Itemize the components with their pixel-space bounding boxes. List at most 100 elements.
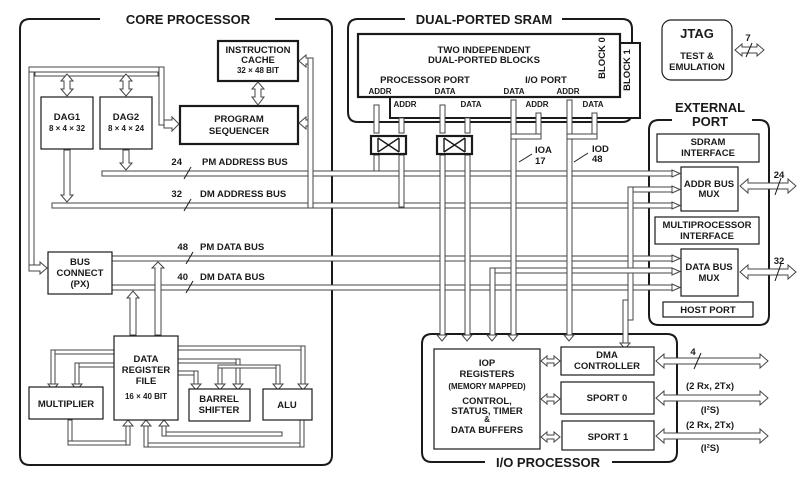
bus-connect-label-3: (PX) [71,279,90,290]
external-port-title-1: EXTERNAL [675,100,745,115]
iop-label-5: STATUS, TIMER [451,406,523,417]
data-mux-label-2: MUX [698,273,720,284]
instruction-cache-label: INSTRUCTION [226,45,291,56]
iop-label-2: REGISTERS [460,369,515,380]
io-addr-b1: ADDR [525,100,548,109]
iop-label-6: & [484,415,490,424]
processor-port-label: PROCESSOR PORT [380,75,470,86]
block0-label: BLOCK 0 [597,37,608,79]
sdram-interface-block [656,133,760,163]
alu-label: ALU [277,400,297,411]
dma-slash [693,352,702,370]
bus-connect-label: BUS [70,257,90,268]
sram-blocks-label-2: DUAL-PORTED BLOCKS [428,55,540,66]
dm-address-bus [51,202,673,209]
io-data-b1: DATA [582,100,603,109]
io-addr-b0: ADDR [556,87,579,96]
addr-bus-mux-block [680,166,739,212]
core-processor-outline [19,18,333,466]
instruction-cache-block [216,39,300,83]
sram-blocks-label: TWO INDEPENDENT [438,45,531,56]
sport0-label: SPORT 0 [587,393,628,404]
iod-slash [573,152,589,163]
sport1-block [561,420,655,451]
io-processor-title: I/O PROCESSOR [496,455,601,470]
pm-data-label: PM DATA BUS [200,242,264,253]
io-data-b0: DATA [503,87,524,96]
iop-label: IOP [479,358,496,369]
data-bus-mux-block [680,248,739,297]
block1-label: BLOCK 1 [622,48,633,90]
core-internal-paths [28,53,314,336]
ioa-width: 17 [535,156,546,167]
crossbar-x-icon [443,137,466,153]
dm-data-bus [111,284,673,291]
ioa-label: IOA [535,145,552,156]
sram-port-paths [373,99,598,336]
compute-unit-paths [46,345,310,448]
dma-pins-count: 4 [690,347,696,358]
drf-label-3: FILE [136,376,157,387]
sport1-channels: (2 Rx, 2Tx) [686,420,734,431]
dag2-label: DAG2 [113,112,139,123]
pm-data-slash [185,251,194,265]
jtag-pins-count: 7 [745,33,750,44]
sport1-ext-arrow [655,427,769,445]
bus-connect-label-2: CONNECT [57,268,104,279]
program-sequencer-label-2: SEQUENCER [209,126,269,137]
sport1-i2s: (I²S) [701,443,719,454]
addr-mux-label-2: MUX [698,189,720,200]
io-processor-outline [421,333,678,463]
jtag-block [661,19,733,81]
dm-address-label: DM ADDRESS BUS [200,189,286,200]
alu-block [262,388,313,421]
dm-data-label: DM DATA BUS [200,272,265,283]
drf-size: 16 × 40 BIT [125,392,167,401]
dm-data-slash [185,280,194,294]
program-sequencer-block [178,104,300,146]
sdram-label: SDRAM [691,137,726,148]
dma-label: DMA [596,350,618,361]
sport0-block [560,381,655,415]
sport0-i2s: (I²S) [701,405,719,416]
ioa-slash [518,153,533,163]
iop-label-3: (MEMORY MAPPED) [448,382,526,391]
crossbar-x-icon [377,137,400,153]
dag1-size: 8 × 4 × 32 [49,124,86,133]
io-port-label: I/O PORT [525,75,567,86]
dag1-block [40,96,94,150]
program-sequencer-label: PROGRAM [214,114,264,125]
pm-data-bus [111,255,673,262]
bus-connect-block [47,251,113,295]
drf-label-2: REGISTER [122,365,171,376]
pm-address-label: PM ADDRESS BUS [202,157,288,168]
multiprocessor-interface-block [654,216,760,245]
iop-internal-arrows [540,354,561,444]
dm-address-width: 32 [171,189,182,200]
jtag-label-2: TEST & [680,51,714,62]
ext-addr-slash [774,177,782,196]
instruction-cache-label-2: CACHE [241,55,275,66]
iop-label-7: DATA BUFFERS [451,425,523,436]
barrel-shifter-block [188,388,251,422]
core-processor-title: CORE PROCESSOR [126,12,251,27]
ext-data-arrow [739,263,797,281]
sram-title: DUAL-PORTED SRAM [416,12,553,27]
dma-controller-block [560,346,655,376]
sport0-channels: (2 Rx, 2Tx) [686,381,734,392]
iop-label-4: CONTROL, [462,396,512,407]
external-port-title-2: PORT [692,114,728,129]
sram-block0 [356,32,622,99]
dag2-block [99,96,153,150]
pm-data-width: 48 [177,242,188,253]
pp-data-b1: DATA [460,100,481,109]
host-port-label: HOST PORT [680,305,736,316]
sram-outline [347,18,633,123]
iop-input-arrows [435,267,632,350]
jtag-label-3: EMULATION [669,62,725,73]
data-register-file-block [113,335,179,421]
multiplier-label: MULTIPLIER [38,399,94,410]
iod-width: 48 [592,154,603,165]
iod-label: IOD [592,144,609,155]
